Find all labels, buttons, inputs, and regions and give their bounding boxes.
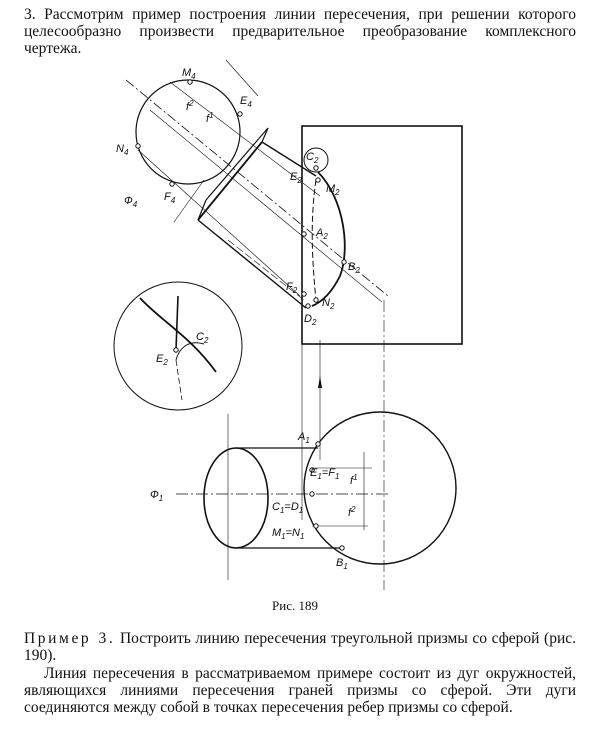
body-paragraph: Линия пересечения в рассматриваемом прим… bbox=[24, 665, 576, 716]
sphere-view4 bbox=[135, 79, 241, 185]
projection-line bbox=[169, 81, 321, 197]
label-n2: N2 bbox=[322, 297, 335, 311]
label-f4: F4 bbox=[164, 191, 176, 205]
label-f2-top: f2 bbox=[186, 99, 194, 113]
projection-line bbox=[137, 149, 301, 297]
label-a1: A1 bbox=[297, 431, 310, 445]
prism-end-face bbox=[197, 199, 207, 221]
label-phi4: Ф4 bbox=[124, 195, 138, 209]
point-b1 bbox=[339, 545, 345, 551]
label-m2: M2 bbox=[326, 183, 340, 197]
label-phi1: Ф1 bbox=[150, 489, 163, 503]
arrow-head bbox=[318, 376, 322, 388]
point-f4 bbox=[169, 181, 175, 187]
projection-line bbox=[225, 59, 259, 97]
zoom-edge bbox=[139, 297, 217, 373]
point-m1 bbox=[313, 523, 319, 529]
prism-edge bbox=[261, 141, 317, 177]
projection-line bbox=[173, 179, 205, 223]
example-paragraph: Пример 3. Построить линию пересечения тр… bbox=[24, 630, 576, 664]
label-e4: E4 bbox=[240, 95, 252, 109]
projection-line bbox=[149, 109, 383, 303]
point-d2 bbox=[305, 303, 311, 309]
prism-end-face bbox=[205, 127, 269, 201]
label-b2: B2 bbox=[348, 261, 360, 275]
zoom-circle bbox=[113, 281, 243, 411]
point-n4 bbox=[135, 143, 141, 149]
prism-end-face bbox=[261, 127, 269, 143]
hidden-curve bbox=[311, 179, 317, 301]
point-a1 bbox=[315, 441, 321, 447]
sphere-view1 bbox=[303, 411, 457, 565]
point-m2 bbox=[315, 177, 321, 183]
point-e2 bbox=[313, 165, 319, 171]
detail-circle bbox=[303, 147, 329, 173]
label-c2: C2 bbox=[306, 151, 319, 165]
point-f2 bbox=[301, 291, 307, 297]
figure-caption: Рис. 189 bbox=[272, 598, 318, 613]
intro-paragraph: 3. Рассмотрим пример построения линии пе… bbox=[24, 6, 576, 57]
label-f1-bot: f1 bbox=[350, 473, 358, 487]
intersection-curve bbox=[311, 171, 346, 307]
point-a2 bbox=[301, 231, 307, 237]
label-e2: E2 bbox=[290, 171, 302, 185]
point-c1 bbox=[309, 491, 315, 497]
label-c2-zoom: C2 bbox=[196, 331, 209, 345]
zoom-curve bbox=[175, 342, 205, 361]
point-e2-zoom bbox=[173, 347, 179, 353]
label-e2-zoom: E2 bbox=[156, 353, 168, 367]
zoom-hidden bbox=[175, 359, 183, 401]
label-m4: M4 bbox=[182, 67, 196, 81]
point-e1 bbox=[309, 467, 315, 473]
prism-edge bbox=[197, 219, 307, 309]
label-f2: F2 bbox=[286, 281, 298, 295]
label-f2-bot: f2 bbox=[348, 505, 356, 519]
axis-line bbox=[125, 79, 389, 297]
point-e4 bbox=[237, 111, 243, 117]
prism-end-face bbox=[197, 141, 263, 221]
label-n4: N4 bbox=[116, 143, 129, 157]
label-d2: D2 bbox=[304, 313, 317, 327]
point-n2 bbox=[313, 297, 319, 303]
point-b2 bbox=[341, 259, 347, 265]
example-heading: Пример 3. bbox=[24, 630, 116, 647]
label-b1: B1 bbox=[336, 557, 348, 571]
zoom-edge bbox=[175, 295, 179, 351]
label-c1-d1: C1=D1 bbox=[272, 501, 303, 515]
point-m4 bbox=[187, 79, 193, 85]
label-m1-n1: M1=N1 bbox=[272, 527, 304, 541]
hidden-edge bbox=[227, 239, 305, 301]
figure-189: M4 E4 N4 F4 Ф4 f2 f1 C2 E2 M2 A2 B2 F2 N… bbox=[113, 59, 463, 590]
prism-base-ellipse bbox=[203, 447, 269, 549]
label-f1-top: f1 bbox=[206, 111, 214, 125]
label-a2: A2 bbox=[315, 227, 328, 241]
label-e1-f1: E1=F1 bbox=[310, 467, 339, 481]
example-text: Построить линию пересечения треугольной … bbox=[24, 630, 577, 664]
